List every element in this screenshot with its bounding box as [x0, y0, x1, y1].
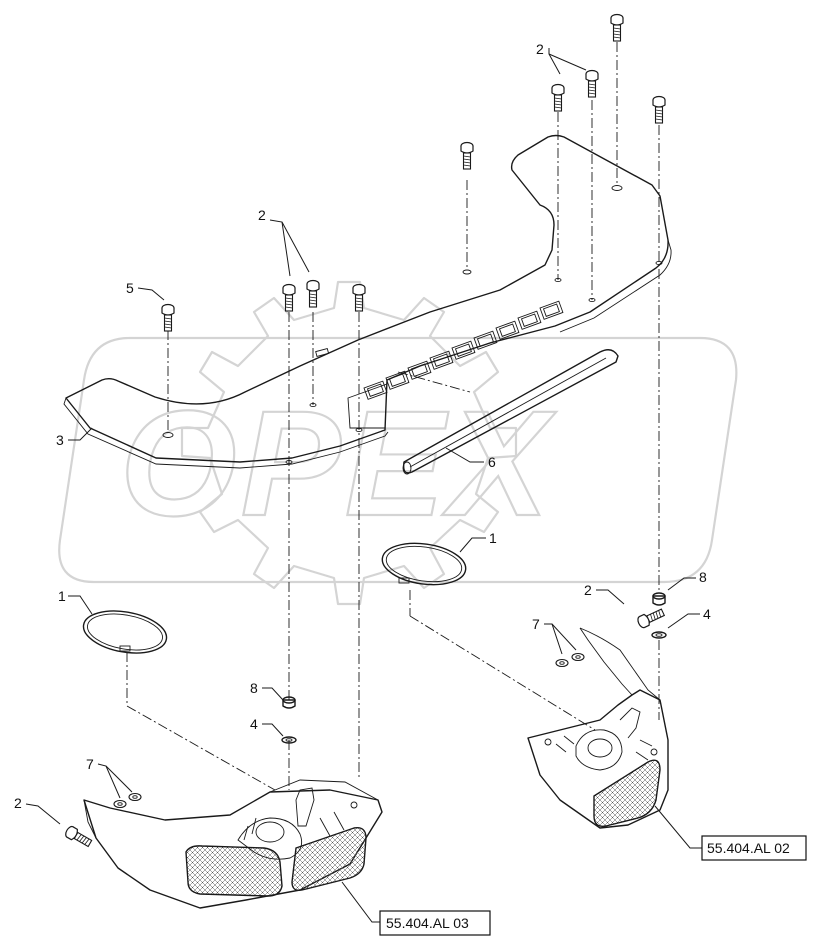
callout-2-top-left: 2 — [258, 207, 266, 223]
lamp-assembly-right — [527, 627, 669, 829]
callout-labels: 2 2 5 3 6 1 1 2 8 4 7 8 4 7 2 — [14, 41, 711, 811]
bolt-right-d — [652, 95, 666, 124]
watermark-gear-outline — [180, 280, 518, 606]
gaskets-part-1 — [82, 542, 467, 654]
callout-8-right: 8 — [699, 569, 707, 585]
bolt-mid — [460, 141, 474, 170]
callout-1-right: 1 — [489, 530, 497, 546]
washer-left-a — [113, 799, 127, 809]
callout-4-left: 4 — [250, 716, 258, 732]
callout-4-right: 4 — [703, 606, 711, 622]
reference-boxes: 55.404.AL 03 55.404.AL 02 — [379, 835, 807, 936]
callout-2-top-right: 2 — [536, 41, 544, 57]
callout-3: 3 — [56, 432, 64, 448]
lamp-left-lens-b — [291, 827, 367, 892]
lamp-assembly-left — [83, 779, 383, 909]
washer-right-a — [555, 658, 569, 668]
leader-lines — [25, 48, 702, 923]
callout-7-left: 7 — [86, 756, 94, 772]
callout-5: 5 — [126, 280, 134, 296]
bolt-left-a — [282, 283, 296, 312]
callout-8-left: 8 — [250, 680, 258, 696]
reference-box-right — [701, 835, 807, 861]
gasket-left — [82, 610, 168, 654]
nut-washer-center — [281, 592, 667, 744]
cover-plate-slots — [363, 300, 564, 400]
watermark: OPEX — [58, 280, 738, 606]
nut-part-8-left — [282, 699, 296, 709]
washer-part-4-left — [281, 736, 297, 744]
bolt-lamp-right — [635, 606, 666, 630]
bolt-part-5 — [161, 303, 175, 332]
washer-left-b — [128, 792, 142, 802]
watermark-text: OPEX — [120, 379, 557, 547]
callout-7-right: 7 — [532, 616, 540, 632]
gasket-right — [381, 542, 467, 586]
bolt-lamp-left — [63, 824, 94, 850]
reference-box-left — [379, 910, 491, 936]
center-lines — [126, 42, 660, 791]
callout-6: 6 — [488, 454, 496, 470]
callout-2-left-lamp: 2 — [14, 795, 22, 811]
seal-strip-part-6 — [402, 349, 619, 475]
bolt-right-a — [551, 83, 565, 112]
lamp-right-lens — [593, 759, 661, 827]
callout-1-left: 1 — [58, 588, 66, 604]
washer-part-4-right — [651, 631, 667, 639]
bolt-right-c — [610, 13, 624, 42]
washer-right-b — [571, 652, 585, 662]
watermark-badge-outline — [58, 336, 738, 584]
bolt-right-b — [585, 69, 599, 98]
bolt-left-b — [306, 279, 320, 308]
cover-plate-part-3 — [63, 134, 672, 469]
reference-label-right: 55.404.AL 02 — [707, 840, 790, 856]
lamp-left-lens-a — [185, 845, 283, 897]
nut-part-8-right — [652, 595, 666, 606]
reference-label-left: 55.404.AL 03 — [386, 915, 469, 931]
callout-2-right-lamp: 2 — [584, 582, 592, 598]
